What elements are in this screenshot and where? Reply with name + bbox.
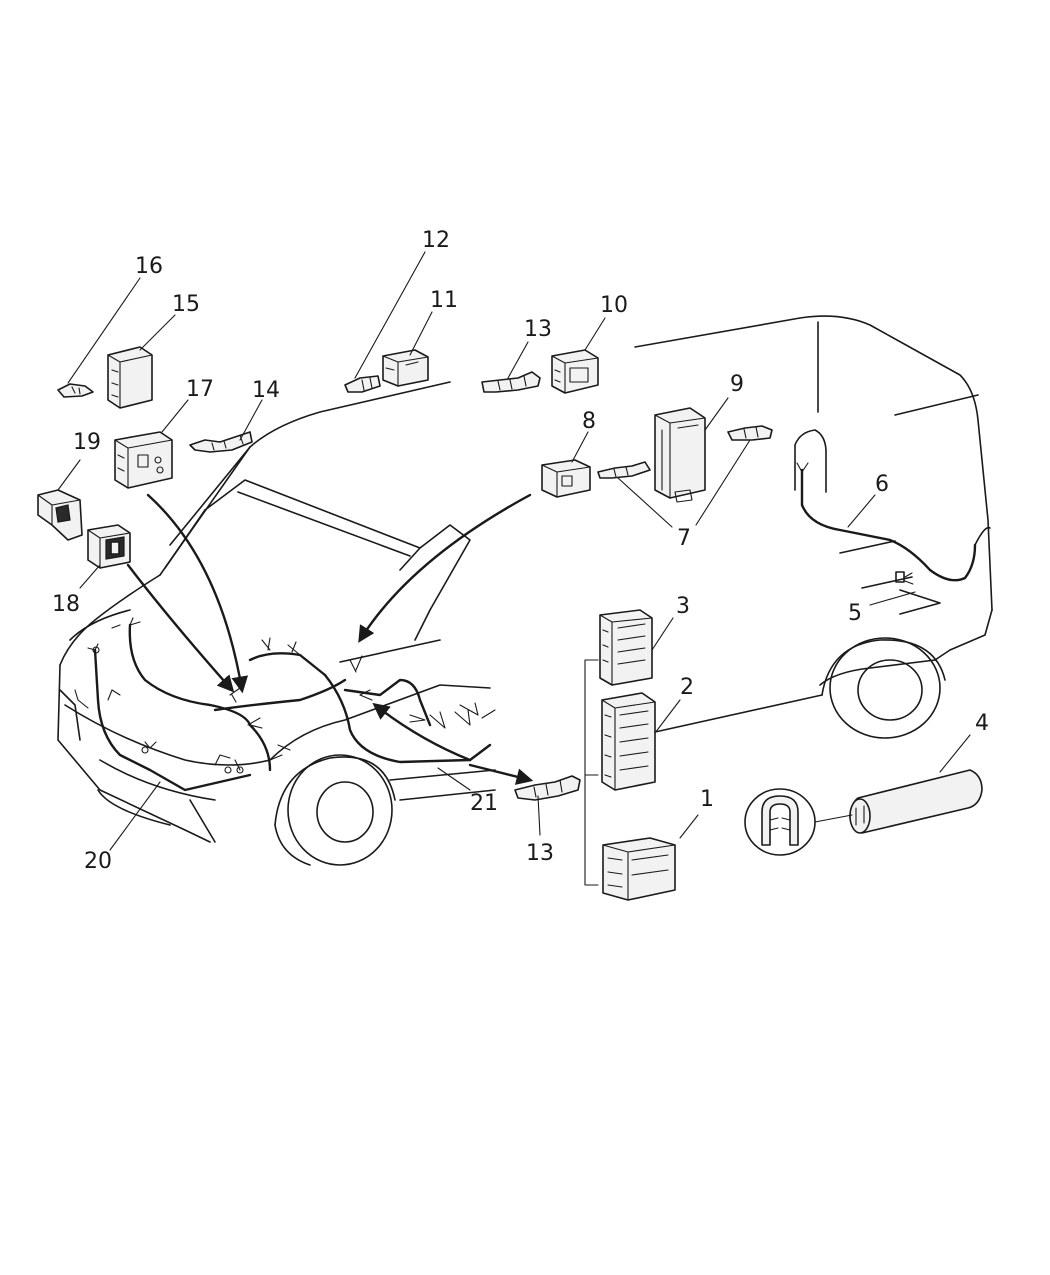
callout-20: 20: [84, 849, 112, 874]
connector-18: [87, 524, 131, 569]
callout-5: 5: [848, 601, 862, 626]
connector-10: [551, 349, 599, 394]
leader-lines: [57, 251, 971, 851]
connector-9: [654, 407, 706, 503]
callout-9: 9: [730, 372, 744, 397]
connector-group-bracket: [584, 659, 599, 886]
callout-14: 14: [252, 378, 280, 403]
terminal-13-lower: [514, 775, 581, 801]
connector-8: [541, 459, 591, 498]
connector-housing-11: [382, 349, 429, 387]
callout-15: 15: [172, 292, 200, 317]
callout-21: 21: [470, 791, 498, 816]
connector-housing-15: [107, 346, 153, 409]
callout-2: 2: [680, 675, 694, 700]
callout-16: 16: [135, 254, 163, 279]
callout-19: 19: [73, 430, 101, 455]
terminal-7-left: [597, 461, 651, 479]
terminal-7-right: [727, 425, 773, 441]
clip-detail-4: [744, 788, 853, 856]
connector-19: [37, 489, 83, 541]
callout-18: 18: [52, 592, 80, 617]
connector-1: [602, 837, 676, 901]
van-body-outline: [57, 315, 993, 866]
callout-6: 6: [875, 472, 889, 497]
seal-strip-4: [849, 769, 983, 834]
routing-arrows: [126, 493, 534, 785]
connector-17: [114, 431, 173, 489]
main-wiring-harness: [74, 617, 496, 792]
callout-7: 7: [677, 526, 691, 551]
callout-12: 12: [422, 228, 450, 253]
connector-2: [601, 692, 656, 791]
callout-10: 10: [600, 293, 628, 318]
rear-wiring-harness: [794, 429, 991, 582]
rear-wheel: [829, 637, 941, 739]
connector-3: [599, 609, 653, 686]
callout-4: 4: [975, 711, 989, 736]
front-wheel: [287, 754, 393, 866]
callout-17: 17: [186, 377, 214, 402]
ground-wire-5: [861, 571, 941, 615]
callout-3: 3: [676, 594, 690, 619]
terminal-16: [57, 383, 94, 398]
callout-labels: 1 2 3 4 5 6 7 8 9 10 11 12 13 13 14 15 1…: [52, 228, 989, 874]
callout-13-lower: 13: [526, 841, 554, 866]
callout-13-upper: 13: [524, 317, 552, 342]
callout-1: 1: [700, 787, 714, 812]
callout-11: 11: [430, 288, 458, 313]
terminal-13-upper: [481, 371, 541, 393]
callout-8: 8: [582, 409, 596, 434]
terminal-12: [344, 375, 381, 393]
terminal-14: [189, 431, 253, 453]
